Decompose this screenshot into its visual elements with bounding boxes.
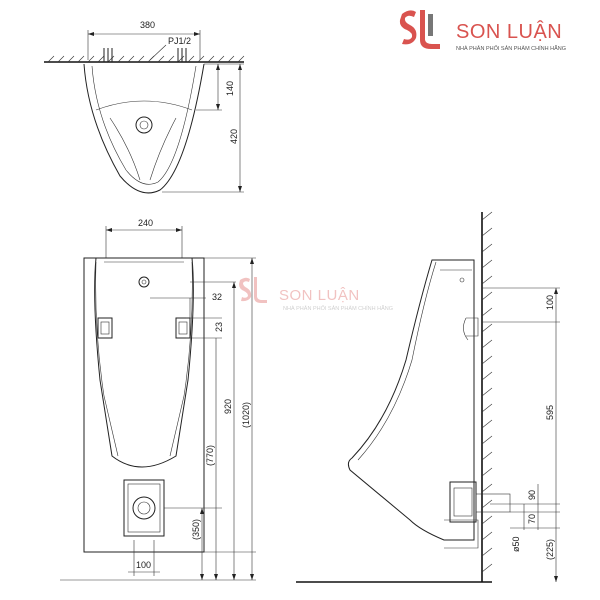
top-width-label: 380 [140,20,155,30]
front-bottom-100: 100 [136,560,151,570]
top-view: 380 PJ1/2 140 420 [44,20,245,194]
brand-name: SON LUẬN [456,20,562,43]
front-width-240: 240 [138,218,153,228]
front-view: 240 32 23 [60,218,256,581]
side-dim-595: 595 [545,405,555,420]
top-depth-420: 420 [229,129,239,144]
side-dim-90: 90 [527,490,537,500]
front-height-770: (770) [205,445,215,466]
side-dim-225: (225) [545,539,555,560]
top-pipe-label: PJ1/2 [168,36,191,46]
side-dim-70: 70 [527,514,537,524]
side-view: 100 595 90 70 ø50 (225) [296,211,560,583]
brand-tagline: NHÀ PHÂN PHỐI SẢN PHẨM CHÍNH HÃNG [456,45,566,52]
brand-logo-mark [399,10,440,49]
side-dim-100: 100 [545,295,555,310]
front-dim-32: 32 [212,292,222,302]
front-height-350: (350) [191,519,201,540]
front-dim-23: 23 [214,322,224,332]
watermark-tagline: NHÀ PHÂN PHỐI SẢN PHẨM CHÍNH HÃNG [283,305,393,312]
front-height-1020: (1020) [241,402,251,428]
front-height-920: 920 [223,399,233,414]
watermark-brand: SON LUẬN [279,287,360,304]
watermark: SON LUẬN NHÀ PHÂN PHỐI SẢN PHẨM CHÍNH HÃ… [239,277,393,312]
side-dim-50: ø50 [511,536,521,552]
brand-logo: SON LUẬN NHÀ PHÂN PHỐI SẢN PHẨM CHÍNH HÃ… [399,10,566,52]
top-depth-140: 140 [225,81,235,96]
